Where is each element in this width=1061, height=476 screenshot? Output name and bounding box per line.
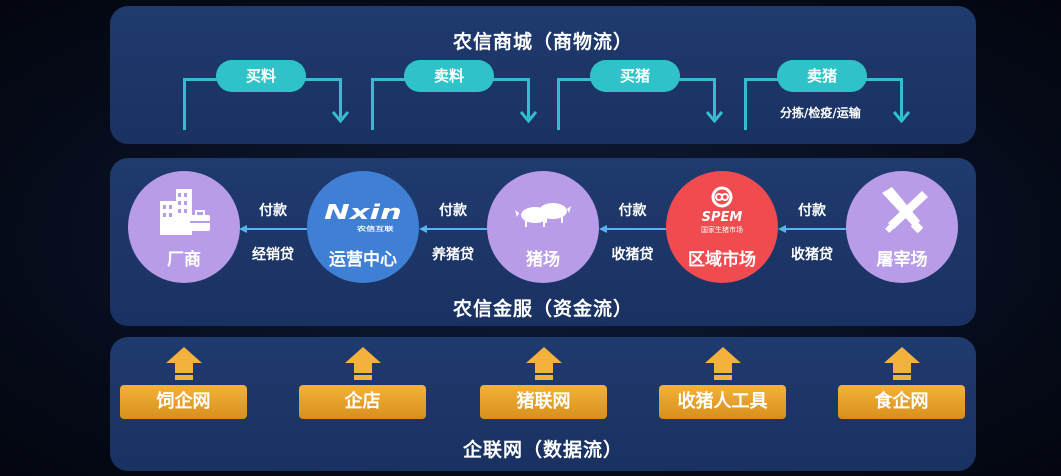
arrow-down-icon <box>520 111 537 123</box>
node-operation-center[interactable]: Nxin 农信互联 运营中心 <box>307 171 419 283</box>
node-label: 厂商 <box>167 250 201 270</box>
flow-pill[interactable]: 买料 <box>216 60 306 92</box>
pigs-icon <box>515 203 571 227</box>
node-label: 运营中心 <box>329 250 397 270</box>
svg-text:SPEM: SPEM <box>702 210 743 225</box>
flow-buy-pigs: 买猪 <box>557 58 732 138</box>
arrow-left-icon <box>778 225 846 233</box>
arrow-up-icon <box>526 347 562 380</box>
commerce-title: 农信商城（商物流） <box>452 31 633 53</box>
link-bottom-label: 养猪贷 <box>432 247 474 263</box>
flow-note: 分拣/检疫/运输 <box>780 106 861 120</box>
node-pig-farm[interactable]: 猪场 <box>487 171 599 283</box>
link-top-label: 付款 <box>439 203 467 219</box>
node-label: 屠宰场 <box>876 250 928 270</box>
payment-link: 付款 收猪贷 <box>599 196 666 266</box>
flow-sell-feed: 卖料 <box>371 58 546 138</box>
link-bottom-label: 经销贷 <box>252 247 294 263</box>
arrow-down-icon <box>893 111 910 123</box>
tile-food-network[interactable]: 食企网 <box>838 385 965 419</box>
node-manufacturer[interactable]: 厂商 <box>128 171 240 283</box>
node-regional-market[interactable]: SPEM 国家生猪市场 区域市场 <box>666 171 778 283</box>
arrow-down-icon <box>332 111 349 123</box>
node-label: 猪场 <box>526 250 560 270</box>
node-label: 区域市场 <box>688 250 756 270</box>
cleaver-knife-icon <box>882 187 928 233</box>
arrow-down-icon <box>706 111 723 123</box>
tile-pig-buyer-tool[interactable]: 收猪人工具 <box>659 385 786 419</box>
svg-text:农信互联: 农信互联 <box>356 225 394 233</box>
payment-link: 付款 养猪贷 <box>419 196 487 266</box>
arrow-up-icon <box>705 347 741 380</box>
spem-logo-icon: SPEM 国家生猪市场 <box>701 186 743 234</box>
link-top-label: 付款 <box>259 203 287 219</box>
link-bottom-label: 收猪贷 <box>611 247 654 263</box>
nxin-logo-icon: Nxin 农信互联 <box>324 201 402 233</box>
building-icon <box>160 189 210 235</box>
payment-link: 付款 收猪贷 <box>778 196 846 266</box>
flow-pill[interactable]: 卖料 <box>404 60 494 92</box>
flow-pill[interactable]: 卖猪 <box>777 60 867 92</box>
svg-text:国家生猪市场: 国家生猪市场 <box>701 225 743 234</box>
arrow-left-icon <box>599 225 666 233</box>
link-bottom-label: 收猪贷 <box>791 247 833 263</box>
arrow-up-icon <box>166 347 202 380</box>
finance-title: 农信金服（资金流） <box>452 298 633 320</box>
node-slaughterhouse[interactable]: 屠宰场 <box>846 171 958 283</box>
tile-feed-network[interactable]: 饲企网 <box>120 385 247 419</box>
flow-buy-feed: 买料 <box>183 58 358 138</box>
tile-enterprise-store[interactable]: 企店 <box>299 385 426 419</box>
link-top-label: 付款 <box>798 203 826 219</box>
flow-pill[interactable]: 买猪 <box>590 60 680 92</box>
arrow-left-icon <box>239 225 307 233</box>
arrow-up-icon <box>884 347 920 380</box>
payment-link: 付款 经销贷 <box>239 196 307 266</box>
link-top-label: 付款 <box>618 203 647 219</box>
flow-sell-pigs: 卖猪 分拣/检疫/运输 <box>744 58 919 138</box>
tile-pig-network[interactable]: 猪联网 <box>480 385 607 419</box>
svg-text:Nxin: Nxin <box>324 201 402 224</box>
arrow-up-icon <box>345 347 381 380</box>
arrow-left-icon <box>419 225 487 233</box>
data-network-title: 企联网（数据流） <box>462 439 623 461</box>
